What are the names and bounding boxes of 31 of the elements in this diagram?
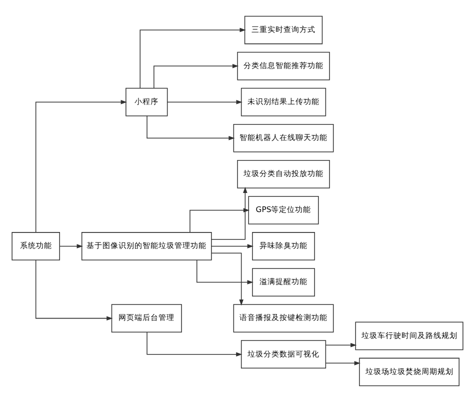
node-box: 语音播报及按键检测功能: [232, 304, 334, 332]
arrow: [324, 343, 356, 348]
arrow: [210, 252, 243, 306]
arrow: [59, 244, 82, 248]
node-box: 基于图像识别的智能垃圾管理功能: [80, 232, 212, 260]
arrow: [210, 186, 247, 240]
node-box: 垃圾分类自动投放功能: [236, 160, 330, 188]
arrow: [189, 208, 250, 233]
arrow: [324, 361, 360, 366]
node-box: 智能机器人在线聊天功能: [232, 124, 334, 152]
arrow: [34, 260, 112, 320]
arrow: [34, 100, 126, 233]
node-box: GPS等定位功能: [248, 196, 318, 224]
arrow: [146, 332, 242, 356]
arrow: [139, 28, 246, 89]
node-box: 垃圾分类数据可视化: [240, 340, 326, 369]
node-box: 未识别结果上传功能: [240, 88, 326, 116]
node-box: 溢满提醒功能: [252, 268, 314, 296]
node-box: 垃圾车行驶时间及路线规划: [354, 322, 463, 350]
node-box: 系统功能: [11, 232, 60, 260]
node-box: 小程序: [125, 88, 168, 116]
arrow: [166, 100, 242, 104]
node-box: 三重实时查询方式: [244, 16, 322, 44]
node-box: 垃圾场垃圾焚烧周期规划: [358, 358, 459, 386]
node-box: 分类信息智能推荐功能: [236, 52, 330, 80]
arrow: [196, 260, 253, 284]
node-box: 异味除臭功能: [252, 232, 314, 260]
arrow: [210, 244, 253, 248]
arrow: [153, 64, 238, 89]
node-box: 网页端后台管理: [110, 304, 182, 332]
arrow: [146, 116, 234, 140]
